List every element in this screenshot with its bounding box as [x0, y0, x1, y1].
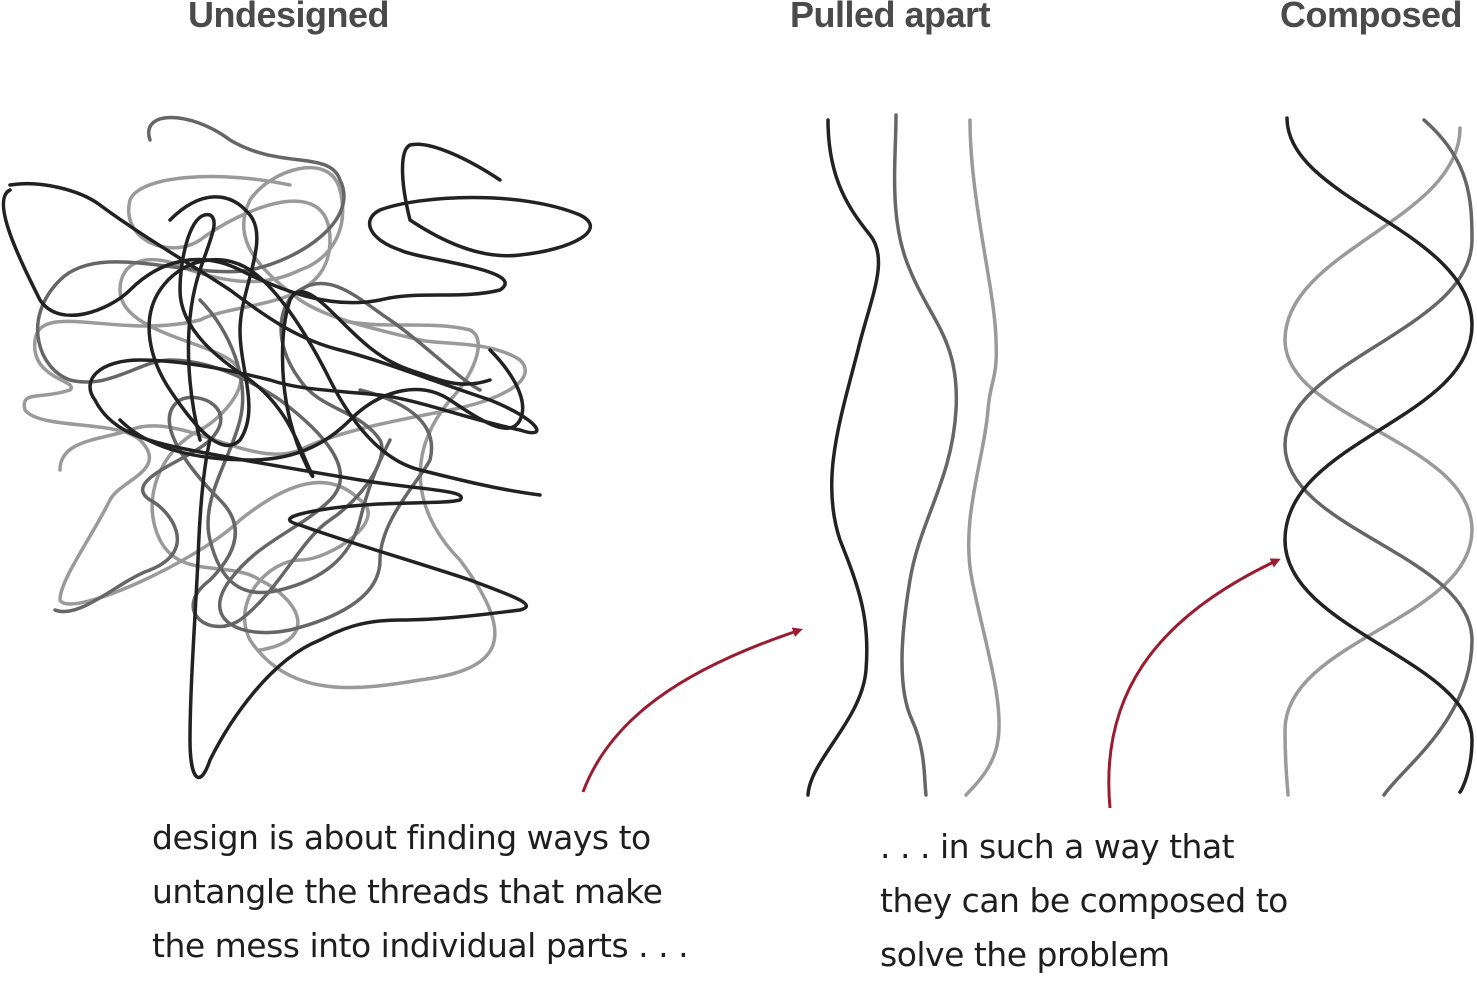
- tangle-thread-dark-4: [178, 213, 492, 479]
- tangle-thread-mid-3: [198, 298, 392, 595]
- braid-thread-dark: [1283, 116, 1474, 794]
- tangle-thread-dark-3: [147, 195, 542, 497]
- arrow-to-composed: [1107, 558, 1281, 809]
- braid-thread-light: [1283, 126, 1474, 797]
- separated-thread-mid: [892, 113, 959, 797]
- caption-compose-line-1: . . . in such a way that: [880, 827, 1235, 866]
- caption-untangle-line-1: design is about finding ways to: [152, 818, 651, 857]
- heading-pulled-apart: Pulled apart: [790, 0, 991, 35]
- caption-compose: . . . in such a way that they can be com…: [880, 820, 1288, 982]
- caption-untangle: design is about finding ways to untangle…: [152, 811, 689, 973]
- tangle-thread-light-1: [22, 174, 497, 690]
- separated-thread-light: [964, 118, 1001, 797]
- tangle-thread-dark-1: [1, 142, 593, 318]
- caption-compose-line-3: solve the problem: [880, 935, 1170, 974]
- braid-thread-mid: [1283, 118, 1474, 797]
- caption-untangle-line-3: the mess into individual parts . . .: [152, 926, 689, 965]
- tangled-threads: [1, 115, 593, 780]
- arrow-to-pulled-apart: [581, 627, 803, 793]
- caption-untangle-line-2: untangle the threads that make: [152, 872, 663, 911]
- tangle-thread-dark-2: [8, 181, 539, 780]
- tangle-thread-dark-5: [118, 348, 525, 462]
- heading-undesigned: Undesigned: [188, 0, 390, 35]
- heading-composed: Composed: [1280, 0, 1463, 35]
- separated-threads: [806, 113, 1001, 797]
- separated-thread-dark: [806, 118, 881, 797]
- caption-compose-line-2: they can be composed to: [880, 881, 1288, 920]
- braided-threads: [1283, 116, 1474, 797]
